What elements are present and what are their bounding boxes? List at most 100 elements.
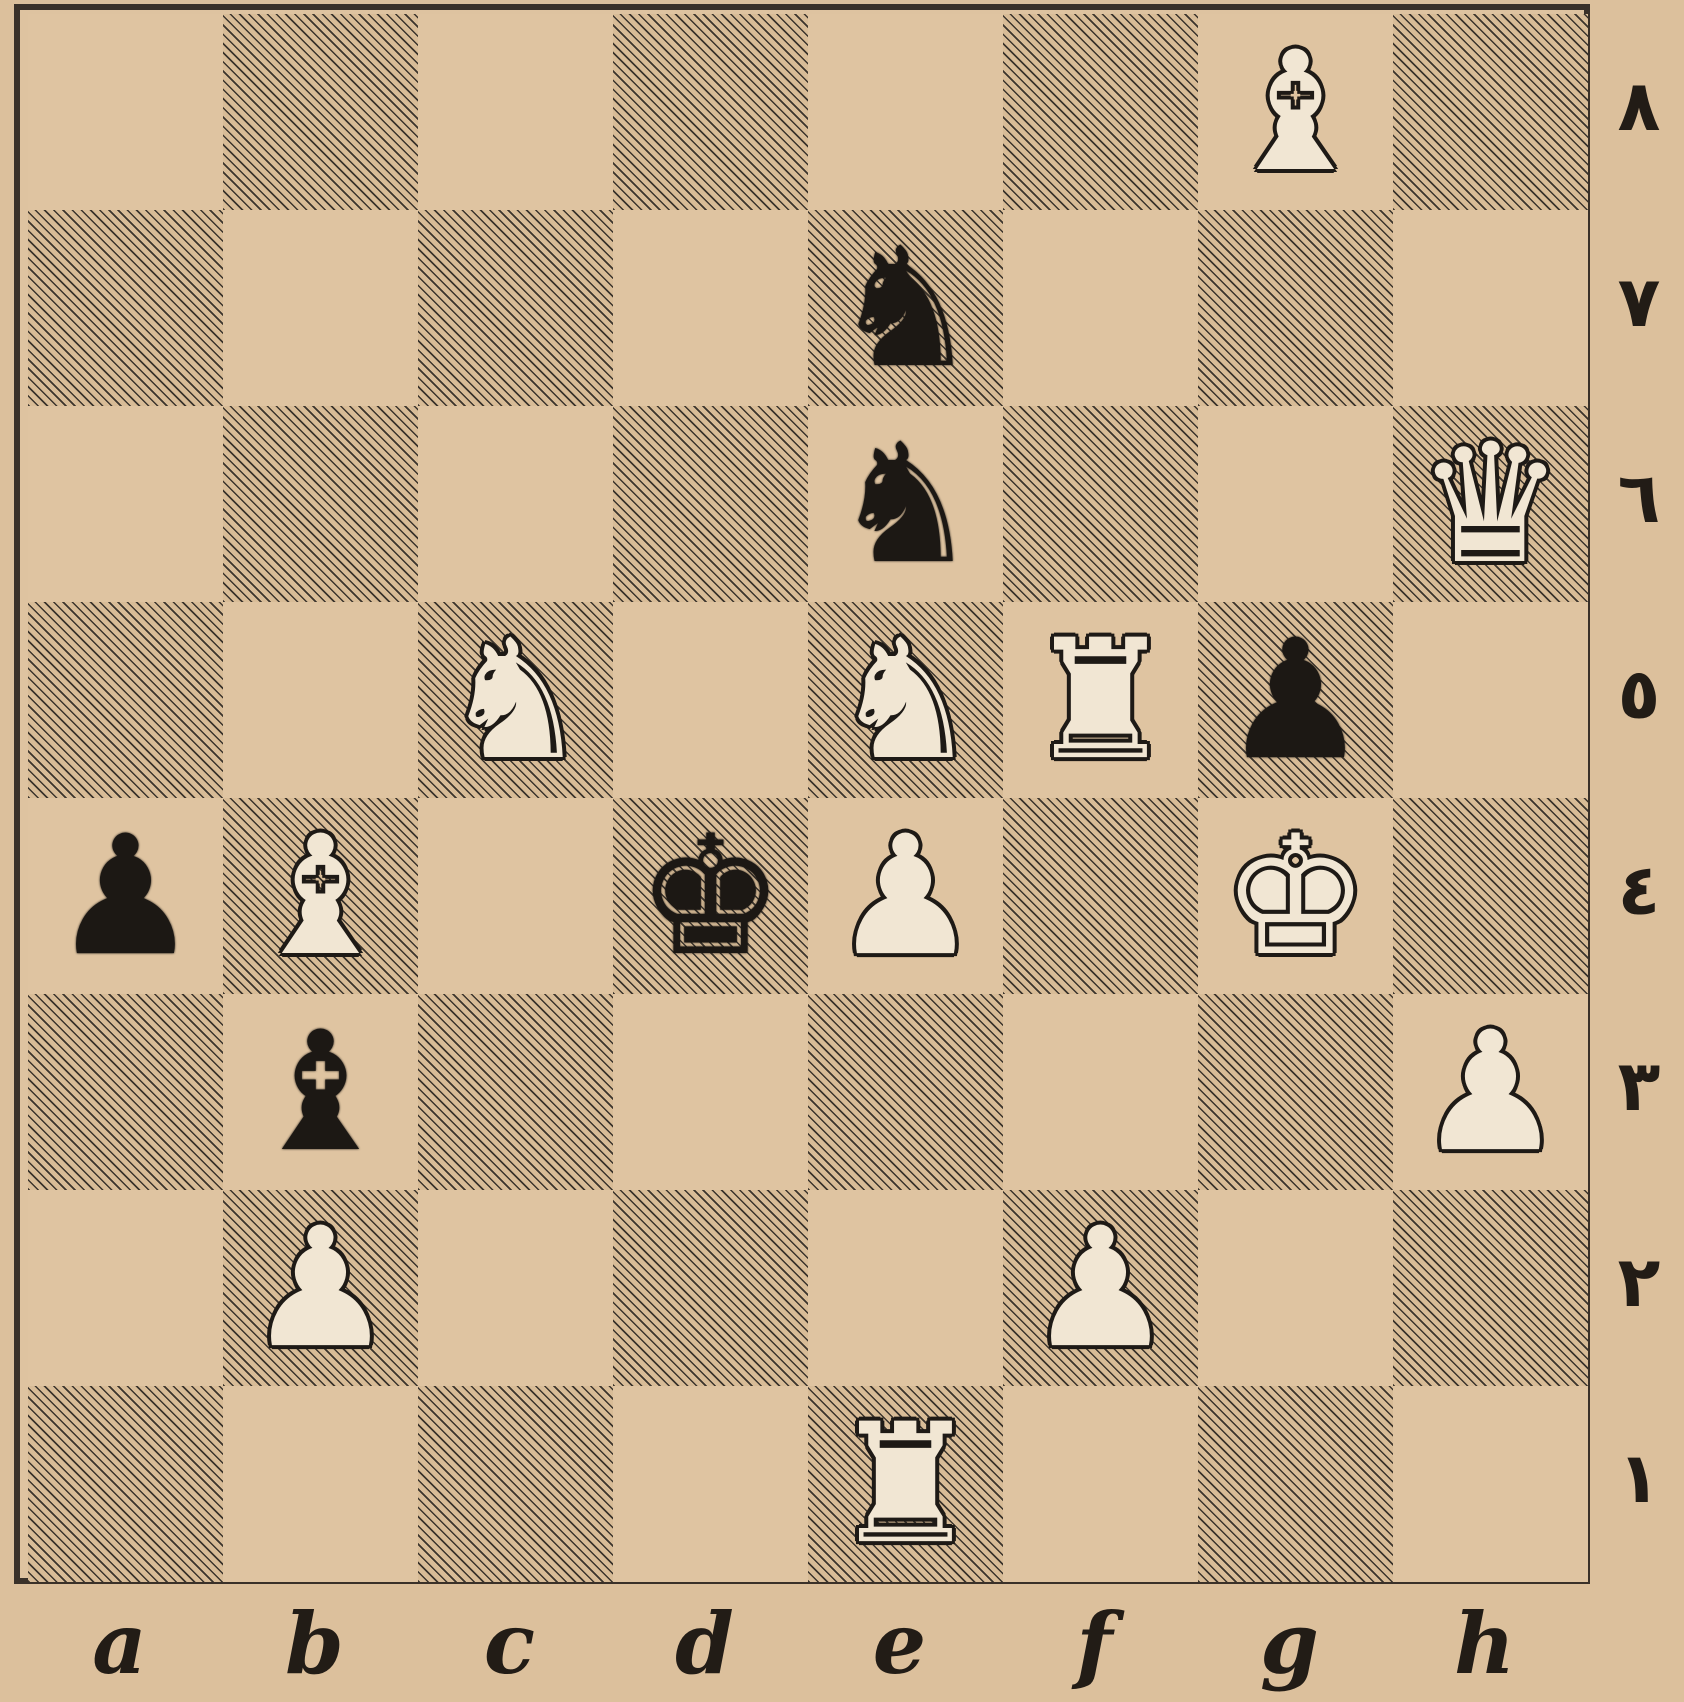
- square-f5[interactable]: ♜: [1003, 602, 1198, 798]
- square-f8[interactable]: [1003, 14, 1198, 210]
- chessboard: ♝♞♞♛♞♞♜♟♟♝♚♟♚♝♟♟♟♜: [28, 14, 1588, 1582]
- square-h1[interactable]: [1393, 1386, 1588, 1582]
- square-b6[interactable]: [223, 406, 418, 602]
- black-knight-e6-icon[interactable]: ♞: [808, 406, 1003, 602]
- square-g8[interactable]: ♝: [1198, 14, 1393, 210]
- white-knight-c5-icon[interactable]: ♞: [418, 602, 613, 798]
- rank-label-4: ٤: [1596, 792, 1682, 988]
- square-a8[interactable]: [28, 14, 223, 210]
- square-f1[interactable]: [1003, 1386, 1198, 1582]
- square-c7[interactable]: [418, 210, 613, 406]
- square-b1[interactable]: [223, 1386, 418, 1582]
- rank-label-3: ٣: [1596, 988, 1682, 1184]
- black-bishop-b3-icon[interactable]: ♝: [223, 994, 418, 1190]
- square-e2[interactable]: [808, 1190, 1003, 1386]
- black-knight-e7-icon[interactable]: ♞: [808, 210, 1003, 406]
- square-g6[interactable]: [1198, 406, 1393, 602]
- square-h7[interactable]: [1393, 210, 1588, 406]
- file-label-f: f: [997, 1588, 1192, 1698]
- square-c3[interactable]: [418, 994, 613, 1190]
- square-e1[interactable]: ♜: [808, 1386, 1003, 1582]
- square-d7[interactable]: [613, 210, 808, 406]
- square-b2[interactable]: ♟: [223, 1190, 418, 1386]
- square-c5[interactable]: ♞: [418, 602, 613, 798]
- square-g5[interactable]: ♟: [1198, 602, 1393, 798]
- square-a6[interactable]: [28, 406, 223, 602]
- square-f4[interactable]: [1003, 798, 1198, 994]
- rank-label-5: ٥: [1596, 596, 1682, 792]
- square-f6[interactable]: [1003, 406, 1198, 602]
- square-c1[interactable]: [418, 1386, 613, 1582]
- square-h4[interactable]: [1393, 798, 1588, 994]
- square-d3[interactable]: [613, 994, 808, 1190]
- square-c2[interactable]: [418, 1190, 613, 1386]
- square-g7[interactable]: [1198, 210, 1393, 406]
- square-h2[interactable]: [1393, 1190, 1588, 1386]
- square-e8[interactable]: [808, 14, 1003, 210]
- square-e5[interactable]: ♞: [808, 602, 1003, 798]
- white-pawn-e4-icon[interactable]: ♟: [808, 798, 1003, 994]
- square-f7[interactable]: [1003, 210, 1198, 406]
- white-bishop-g8-icon[interactable]: ♝: [1198, 14, 1393, 210]
- rank-label-7: ٧: [1596, 204, 1682, 400]
- square-c8[interactable]: [418, 14, 613, 210]
- square-e4[interactable]: ♟: [808, 798, 1003, 994]
- white-king-g4-icon[interactable]: ♚: [1198, 798, 1393, 994]
- square-f2[interactable]: ♟: [1003, 1190, 1198, 1386]
- white-bishop-b4-icon[interactable]: ♝: [223, 798, 418, 994]
- rank-label-6: ٦: [1596, 400, 1682, 596]
- square-g4[interactable]: ♚: [1198, 798, 1393, 994]
- square-a3[interactable]: [28, 994, 223, 1190]
- square-e6[interactable]: ♞: [808, 406, 1003, 602]
- square-a1[interactable]: [28, 1386, 223, 1582]
- white-pawn-h3-icon[interactable]: ♟: [1393, 994, 1588, 1190]
- square-a5[interactable]: [28, 602, 223, 798]
- white-pawn-b2-icon[interactable]: ♟: [223, 1190, 418, 1386]
- square-c6[interactable]: [418, 406, 613, 602]
- black-king-d4-icon[interactable]: ♚: [613, 798, 808, 994]
- file-label-d: d: [607, 1588, 802, 1698]
- black-pawn-a4-icon[interactable]: ♟: [28, 798, 223, 994]
- white-rook-f5-icon[interactable]: ♜: [1003, 602, 1198, 798]
- white-knight-e5-icon[interactable]: ♞: [808, 602, 1003, 798]
- square-g1[interactable]: [1198, 1386, 1393, 1582]
- square-e7[interactable]: ♞: [808, 210, 1003, 406]
- square-h6[interactable]: ♛: [1393, 406, 1588, 602]
- square-h8[interactable]: [1393, 14, 1588, 210]
- square-a7[interactable]: [28, 210, 223, 406]
- rank-label-8: ٨: [1596, 8, 1682, 204]
- square-b7[interactable]: [223, 210, 418, 406]
- square-b4[interactable]: ♝: [223, 798, 418, 994]
- square-h3[interactable]: ♟: [1393, 994, 1588, 1190]
- square-e3[interactable]: [808, 994, 1003, 1190]
- square-d2[interactable]: [613, 1190, 808, 1386]
- board-frame: ♝♞♞♛♞♞♜♟♟♝♚♟♚♝♟♟♟♜: [14, 4, 1590, 1584]
- white-queen-h6-icon[interactable]: ♛: [1393, 406, 1588, 602]
- square-d6[interactable]: [613, 406, 808, 602]
- file-label-c: c: [412, 1588, 607, 1698]
- file-labels: a b c d e f g h: [22, 1588, 1582, 1698]
- square-d1[interactable]: [613, 1386, 808, 1582]
- square-b3[interactable]: ♝: [223, 994, 418, 1190]
- white-pawn-f2-icon[interactable]: ♟: [1003, 1190, 1198, 1386]
- file-label-g: g: [1192, 1588, 1387, 1698]
- square-b8[interactable]: [223, 14, 418, 210]
- file-label-e: e: [802, 1588, 997, 1698]
- square-d8[interactable]: [613, 14, 808, 210]
- square-g3[interactable]: [1198, 994, 1393, 1190]
- square-h5[interactable]: [1393, 602, 1588, 798]
- white-rook-e1-icon[interactable]: ♜: [808, 1386, 1003, 1582]
- square-a2[interactable]: [28, 1190, 223, 1386]
- black-pawn-g5-icon[interactable]: ♟: [1198, 602, 1393, 798]
- square-b5[interactable]: [223, 602, 418, 798]
- file-label-h: h: [1387, 1588, 1582, 1698]
- file-label-b: b: [217, 1588, 412, 1698]
- square-f3[interactable]: [1003, 994, 1198, 1190]
- square-c4[interactable]: [418, 798, 613, 994]
- square-d5[interactable]: [613, 602, 808, 798]
- square-d4[interactable]: ♚: [613, 798, 808, 994]
- square-a4[interactable]: ♟: [28, 798, 223, 994]
- square-g2[interactable]: [1198, 1190, 1393, 1386]
- rank-labels: ٨ ٧ ٦ ٥ ٤ ٣ ٢ ١: [1596, 8, 1682, 1576]
